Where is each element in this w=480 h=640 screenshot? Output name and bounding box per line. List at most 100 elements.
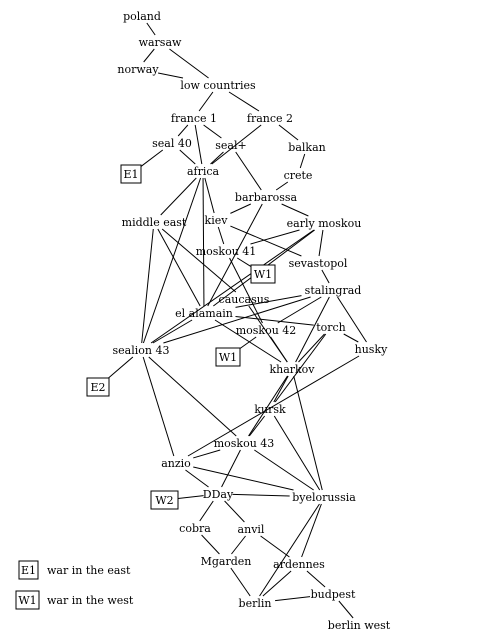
marker-label-e2-box: E2 [90,381,105,394]
edge-budpest-berlin [275,596,311,602]
edge-kiev-moskou41 [217,226,225,245]
edge-anzio-dday [185,469,209,488]
legend: E1 war in the east W1 war in the west [15,560,134,610]
edge-balkan-crete [299,153,306,169]
node-kursk: kursk [254,403,286,416]
edge-mgarden-berlin [230,567,251,597]
node-france1: france 1 [171,112,217,125]
node-moskou43: moskou 43 [214,437,275,450]
edge-stalingrad-el_alamain [235,295,302,308]
edge-dday-anvil [224,500,245,523]
edge-kiev-sevastopol [230,225,302,257]
node-mgarden: Mgarden [201,555,252,568]
edge-low_countries-france2 [228,91,260,112]
edge-middle_east-sealion43 [141,228,154,344]
edge-kursk-byelorussia [273,415,321,491]
box-connector-e1-box [140,149,164,167]
marker-box-w1-box-b [215,347,241,367]
edge-stalingrad-kharkov [295,296,330,363]
node-crete: crete [284,169,313,182]
edge-warsaw-norway [143,48,155,63]
edge-el_alamain-torch [235,315,314,326]
node-middle-east: middle east [122,216,187,229]
edge-sealplus-africa [210,151,224,165]
box-connector-w1-box-b [239,336,257,349]
edge-africa-kiev [204,177,215,214]
node-anvil: anvil [238,523,265,536]
node-budpest: budpest [311,588,356,601]
edge-moskou43-dday [221,449,241,488]
edge-torch-kursk [274,333,327,403]
node-africa: africa [187,165,220,178]
edge-anvil-mgarden [231,535,246,555]
node-low-countries: low countries [180,79,256,92]
node-el-alamain: el alamain [175,307,233,320]
node-moskou42: moskou 42 [236,324,297,337]
edge-warsaw-low_countries [169,48,209,79]
node-france2: france 2 [247,112,293,125]
legend-code-w1: W1 [18,594,36,607]
edge-torch-kharkov [298,333,325,363]
edge-barbarossa-early_moskou [281,203,309,217]
edges-layer [141,22,367,619]
node-norway: norway [117,63,159,76]
edge-torch-husky [343,333,359,343]
node-sealplus: seal+ [215,139,246,152]
edge-stalingrad-husky [337,296,367,343]
edge-sevastopol-stalingrad [321,269,330,284]
edge-kharkov-moskou43 [248,375,288,437]
node-ardennes: ardennes [273,558,325,571]
node-warsaw: warsaw [139,36,182,49]
marker-box-e2-box [86,377,110,397]
edge-france2-balkan [278,124,299,141]
box-connector-w2-box [177,495,204,499]
edge-moskou41-moskou42 [229,257,263,324]
edge-early_moskou-sevastopol [318,229,324,257]
edge-barbarossa-kiev [230,203,251,214]
edge-middle_east-el_alamain [157,228,201,307]
marker-label-w1-box-b: W1 [219,351,237,364]
edge-anvil-ardennes [260,535,290,558]
edge-el_alamain-sealion43 [152,319,193,344]
marker-label-w1-box-a: W1 [254,268,272,281]
legend-box-w1 [15,590,40,610]
node-early-moskou: early moskou [287,217,362,230]
node-berlin: berlin [239,597,272,610]
node-caucasus: caucasus [219,293,270,306]
edge-early_moskou-moskou41 [250,229,300,245]
edge-seal40-africa [179,149,196,165]
node-balkan: balkan [288,141,325,154]
node-sevastopol: sevastopol [289,257,348,270]
edge-poland-warsaw [146,22,156,36]
edge-middle_east-caucasus [161,228,237,293]
edge-norway-low_countries [158,72,184,79]
node-torch: torch [316,321,346,334]
node-husky: husky [355,343,388,356]
node-dday: DDay [203,488,234,501]
node-berlin-west: berlin west [328,619,391,632]
node-moskou41: moskou 41 [196,245,257,258]
edge-kursk-moskou43 [248,415,266,437]
edge-moskou43-byelorussia [254,449,314,491]
marker-label-e1-box: E1 [123,168,138,181]
edge-low_countries-france1 [198,91,214,112]
node-barbarossa: barbarossa [235,191,298,204]
box-connector-w1-box-a [236,257,252,267]
edge-france1-africa [194,124,203,165]
edge-barbarossa-el_alamain [207,203,263,307]
legend-box-e1 [18,560,39,580]
edge-byelorussia-ardennes [301,503,322,558]
edge-husky-anzio [187,355,360,457]
edge-stalingrad-moskou42 [277,296,322,324]
edge-anzio-byelorussia [193,466,294,491]
node-stalingrad: stalingrad [305,284,362,297]
node-kiev: kiev [205,214,229,227]
marker-label-w2-box: W2 [155,494,173,507]
edge-byelorussia-berlin [259,503,320,597]
edge-sealion43-moskou43 [148,356,237,437]
edge-ardennes-berlin [262,570,292,597]
marker-box-w2-box [150,490,179,510]
edge-france2-africa [211,124,262,165]
